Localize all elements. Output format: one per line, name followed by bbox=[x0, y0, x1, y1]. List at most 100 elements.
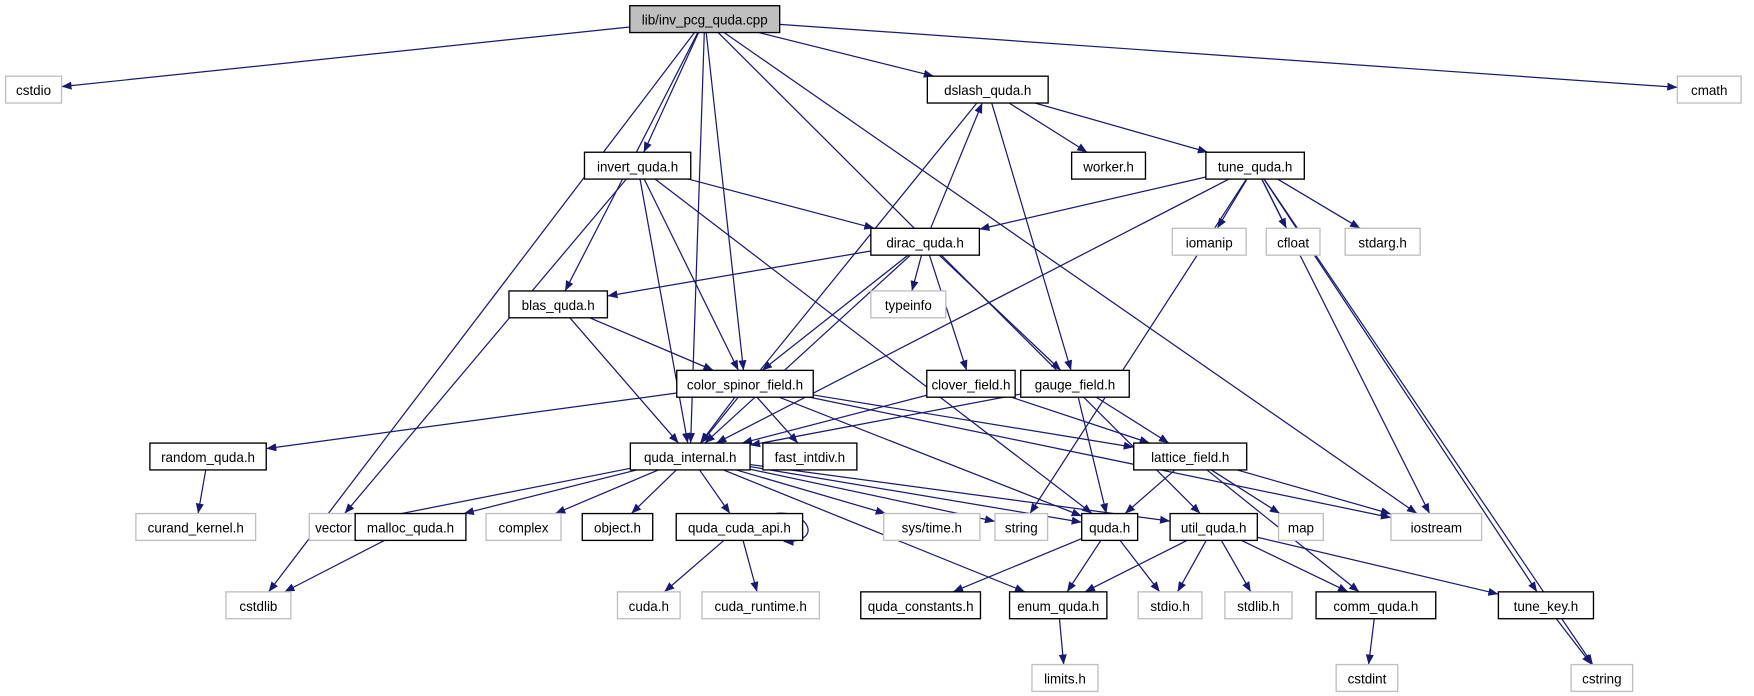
node-label: iostream bbox=[1411, 521, 1462, 536]
edge-invert-to-internal bbox=[639, 178, 690, 444]
node-label: util_quda.h bbox=[1181, 521, 1247, 536]
node-dirac[interactable]: dirac_quda.h bbox=[870, 227, 981, 256]
node-limits: limits.h bbox=[1031, 663, 1099, 693]
edge-internal-to-complex bbox=[555, 469, 659, 515]
edge-clover-to-internal bbox=[741, 394, 927, 445]
node-qudah[interactable]: quda.h bbox=[1081, 512, 1139, 542]
node-box bbox=[629, 5, 781, 34]
node-label: random_quda.h bbox=[161, 450, 255, 465]
node-box bbox=[485, 512, 562, 542]
node-box bbox=[1277, 512, 1325, 542]
node-box bbox=[676, 369, 814, 398]
edge-dirac-to-internal bbox=[704, 254, 911, 444]
node-label: dslash_quda.h bbox=[944, 83, 1031, 98]
node-box bbox=[762, 442, 858, 471]
edge-invert-to-vector bbox=[344, 178, 627, 514]
edge-internal-to-malloc bbox=[463, 469, 638, 516]
edge-dirac-to-gauge bbox=[938, 254, 1062, 371]
node-label: map bbox=[1288, 521, 1314, 536]
edge-tune-to-cstring bbox=[1263, 178, 1594, 665]
node-label: cstring bbox=[1582, 672, 1622, 687]
node-label: clover_field.h bbox=[931, 377, 1010, 392]
node-cudaapi[interactable]: quda_cuda_api.h bbox=[675, 512, 804, 542]
node-root[interactable]: lib/inv_pcg_quda.cpp bbox=[629, 5, 781, 34]
node-iomanip: iomanip bbox=[1171, 227, 1247, 256]
edge-dirac-to-blas bbox=[607, 250, 871, 299]
node-internal[interactable]: quda_internal.h bbox=[629, 442, 751, 471]
node-gauge[interactable]: gauge_field.h bbox=[1020, 369, 1130, 398]
node-box bbox=[308, 512, 359, 542]
node-label: cstdint bbox=[1348, 672, 1387, 687]
edge-dslash-to-worker bbox=[1008, 102, 1088, 153]
edge-tune-to-dirac bbox=[979, 176, 1207, 231]
node-label: quda_constants.h bbox=[868, 599, 974, 614]
node-label: cstdlib bbox=[239, 599, 277, 614]
node-box bbox=[1265, 227, 1321, 256]
node-box bbox=[1335, 663, 1399, 693]
node-box bbox=[508, 290, 609, 319]
node-label: fast_intdiv.h bbox=[775, 450, 846, 465]
node-label: cuda_runtime.h bbox=[714, 599, 806, 614]
edge-internal-to-string bbox=[749, 468, 996, 524]
node-random[interactable]: random_quda.h bbox=[149, 442, 267, 471]
node-box bbox=[1390, 512, 1483, 542]
node-label: gauge_field.h bbox=[1035, 377, 1116, 392]
node-blas[interactable]: blas_quda.h bbox=[508, 290, 609, 319]
edge-util-to-comm bbox=[1241, 539, 1349, 593]
node-box bbox=[629, 442, 751, 471]
node-csf[interactable]: color_spinor_field.h bbox=[676, 369, 814, 398]
node-malloc[interactable]: malloc_quda.h bbox=[354, 512, 467, 542]
node-tune[interactable]: tune_quda.h bbox=[1205, 151, 1305, 180]
node-label: enum_quda.h bbox=[1017, 599, 1099, 614]
node-label: cstdio bbox=[16, 83, 51, 98]
node-stdioh: stdio.h bbox=[1137, 591, 1203, 620]
node-cudah: cuda.h bbox=[616, 591, 681, 620]
node-tunekey[interactable]: tune_key.h bbox=[1497, 591, 1595, 620]
edge-tune-to-stdarg bbox=[1277, 178, 1361, 229]
node-box bbox=[4, 75, 63, 104]
edge-malloc-to-cstdlib bbox=[284, 539, 385, 593]
node-box bbox=[225, 591, 292, 620]
node-invert[interactable]: invert_quda.h bbox=[583, 151, 692, 180]
node-clover[interactable]: clover_field.h bbox=[926, 369, 1016, 398]
edge-blas-to-csf bbox=[589, 317, 714, 371]
node-label: blas_quda.h bbox=[522, 298, 595, 313]
node-box bbox=[1020, 369, 1130, 398]
node-label: malloc_quda.h bbox=[367, 521, 454, 536]
edge-clover-to-lattice bbox=[1011, 396, 1150, 444]
edge-lattice-to-iostream bbox=[1236, 469, 1392, 516]
node-label: object.h bbox=[594, 521, 641, 536]
edge-invert-to-dirac bbox=[688, 178, 875, 230]
edge-invert-to-qudah bbox=[654, 178, 1093, 515]
node-util[interactable]: util_quda.h bbox=[1169, 512, 1259, 542]
edge-root-to-util bbox=[717, 32, 1201, 514]
node-object[interactable]: object.h bbox=[581, 512, 654, 542]
node-box bbox=[1570, 663, 1634, 693]
edge-dirac-to-dslash bbox=[930, 102, 983, 229]
node-box bbox=[1205, 151, 1305, 180]
node-box bbox=[583, 151, 692, 180]
edge-csf-to-lattice bbox=[813, 394, 1134, 450]
node-box bbox=[1137, 591, 1203, 620]
node-label: worker.h bbox=[1082, 159, 1134, 174]
node-fastdiv[interactable]: fast_intdiv.h bbox=[762, 442, 858, 471]
node-box bbox=[1081, 512, 1139, 542]
node-box bbox=[1008, 591, 1108, 620]
node-box bbox=[870, 290, 947, 319]
node-box bbox=[926, 75, 1049, 104]
node-typeinfo: typeinfo bbox=[870, 290, 947, 319]
node-label: curand_kernel.h bbox=[148, 521, 244, 536]
node-worker[interactable]: worker.h bbox=[1070, 151, 1147, 180]
edge-enum-to-limits bbox=[1058, 618, 1067, 665]
edge-csf-to-internal bbox=[699, 396, 736, 444]
edge-root-to-invert bbox=[643, 32, 700, 153]
node-cfloat: cfloat bbox=[1265, 227, 1321, 256]
edge-util-to-tunekey bbox=[1257, 536, 1499, 596]
edge-tune-to-iomanip bbox=[1216, 178, 1248, 229]
node-enum[interactable]: enum_quda.h bbox=[1008, 591, 1108, 620]
node-lattice[interactable]: lattice_field.h bbox=[1133, 442, 1248, 471]
node-constants[interactable]: quda_constants.h bbox=[860, 591, 982, 620]
node-box bbox=[860, 591, 982, 620]
node-dslash[interactable]: dslash_quda.h bbox=[926, 75, 1049, 104]
node-comm[interactable]: comm_quda.h bbox=[1315, 591, 1437, 620]
